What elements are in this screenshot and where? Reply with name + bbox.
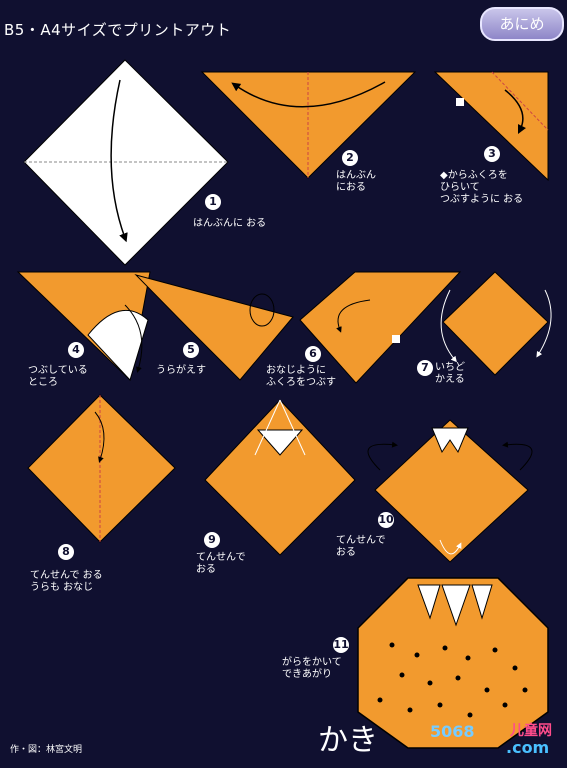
step4-text: つぶしている ところ bbox=[28, 365, 88, 388]
step11-text: がらをかいて できあがり bbox=[282, 657, 342, 680]
step1-text: はんぶんに おる bbox=[193, 218, 267, 229]
step10-text: てんせんで おる bbox=[336, 535, 386, 558]
final-title: かき bbox=[318, 723, 378, 758]
step4-number: 4 bbox=[68, 342, 84, 358]
step3-number: 3 bbox=[484, 146, 500, 162]
watermark-logo: 5068 bbox=[430, 722, 475, 741]
step5-number: 5 bbox=[183, 342, 199, 358]
step6-figure bbox=[299, 271, 462, 384]
step9-text: てんせんで おる bbox=[196, 552, 246, 575]
step10-figure bbox=[367, 419, 533, 563]
step4-figure bbox=[16, 271, 151, 382]
step2-figure bbox=[200, 71, 417, 179]
step10-number: 10 bbox=[378, 512, 394, 528]
step7-number: 7 bbox=[417, 360, 433, 376]
step7-figure bbox=[440, 271, 552, 376]
step6-text: おなじように ふくろをつぶす bbox=[266, 365, 336, 388]
step8-text: てんせんで おる うらも おなじ bbox=[30, 570, 103, 593]
watermark-site-name: 儿童网 bbox=[510, 723, 552, 739]
step5-figure bbox=[134, 274, 294, 381]
watermark-domain: .com bbox=[506, 738, 550, 757]
step1-figure bbox=[23, 59, 229, 266]
step9-figure bbox=[204, 399, 356, 556]
step6-number: 6 bbox=[305, 346, 321, 362]
step11-figure bbox=[357, 577, 549, 749]
anime-button[interactable]: あにめ bbox=[480, 7, 564, 41]
author-credit: 作・図：林宮文明 bbox=[10, 745, 83, 755]
step7-text: いちど かえる bbox=[435, 362, 465, 385]
step1-number: 1 bbox=[205, 194, 221, 210]
header-title: B5・A4サイズでプリントアウト bbox=[4, 21, 232, 39]
step11-number: 11 bbox=[333, 637, 349, 653]
step3-figure bbox=[433, 71, 549, 182]
step9-number: 9 bbox=[204, 532, 220, 548]
step8-number: 8 bbox=[58, 544, 74, 560]
step2-number: 2 bbox=[342, 150, 358, 166]
step5-text: うらがえす bbox=[156, 365, 206, 376]
step3-text: ◆からふくろを ひらいて つぶすように おる bbox=[440, 170, 524, 205]
print-instruction-header: B5・A4サイズでプリントアウト bbox=[4, 19, 231, 40]
step2-text: はんぶん におる bbox=[336, 170, 376, 193]
step8-figure bbox=[27, 394, 176, 543]
